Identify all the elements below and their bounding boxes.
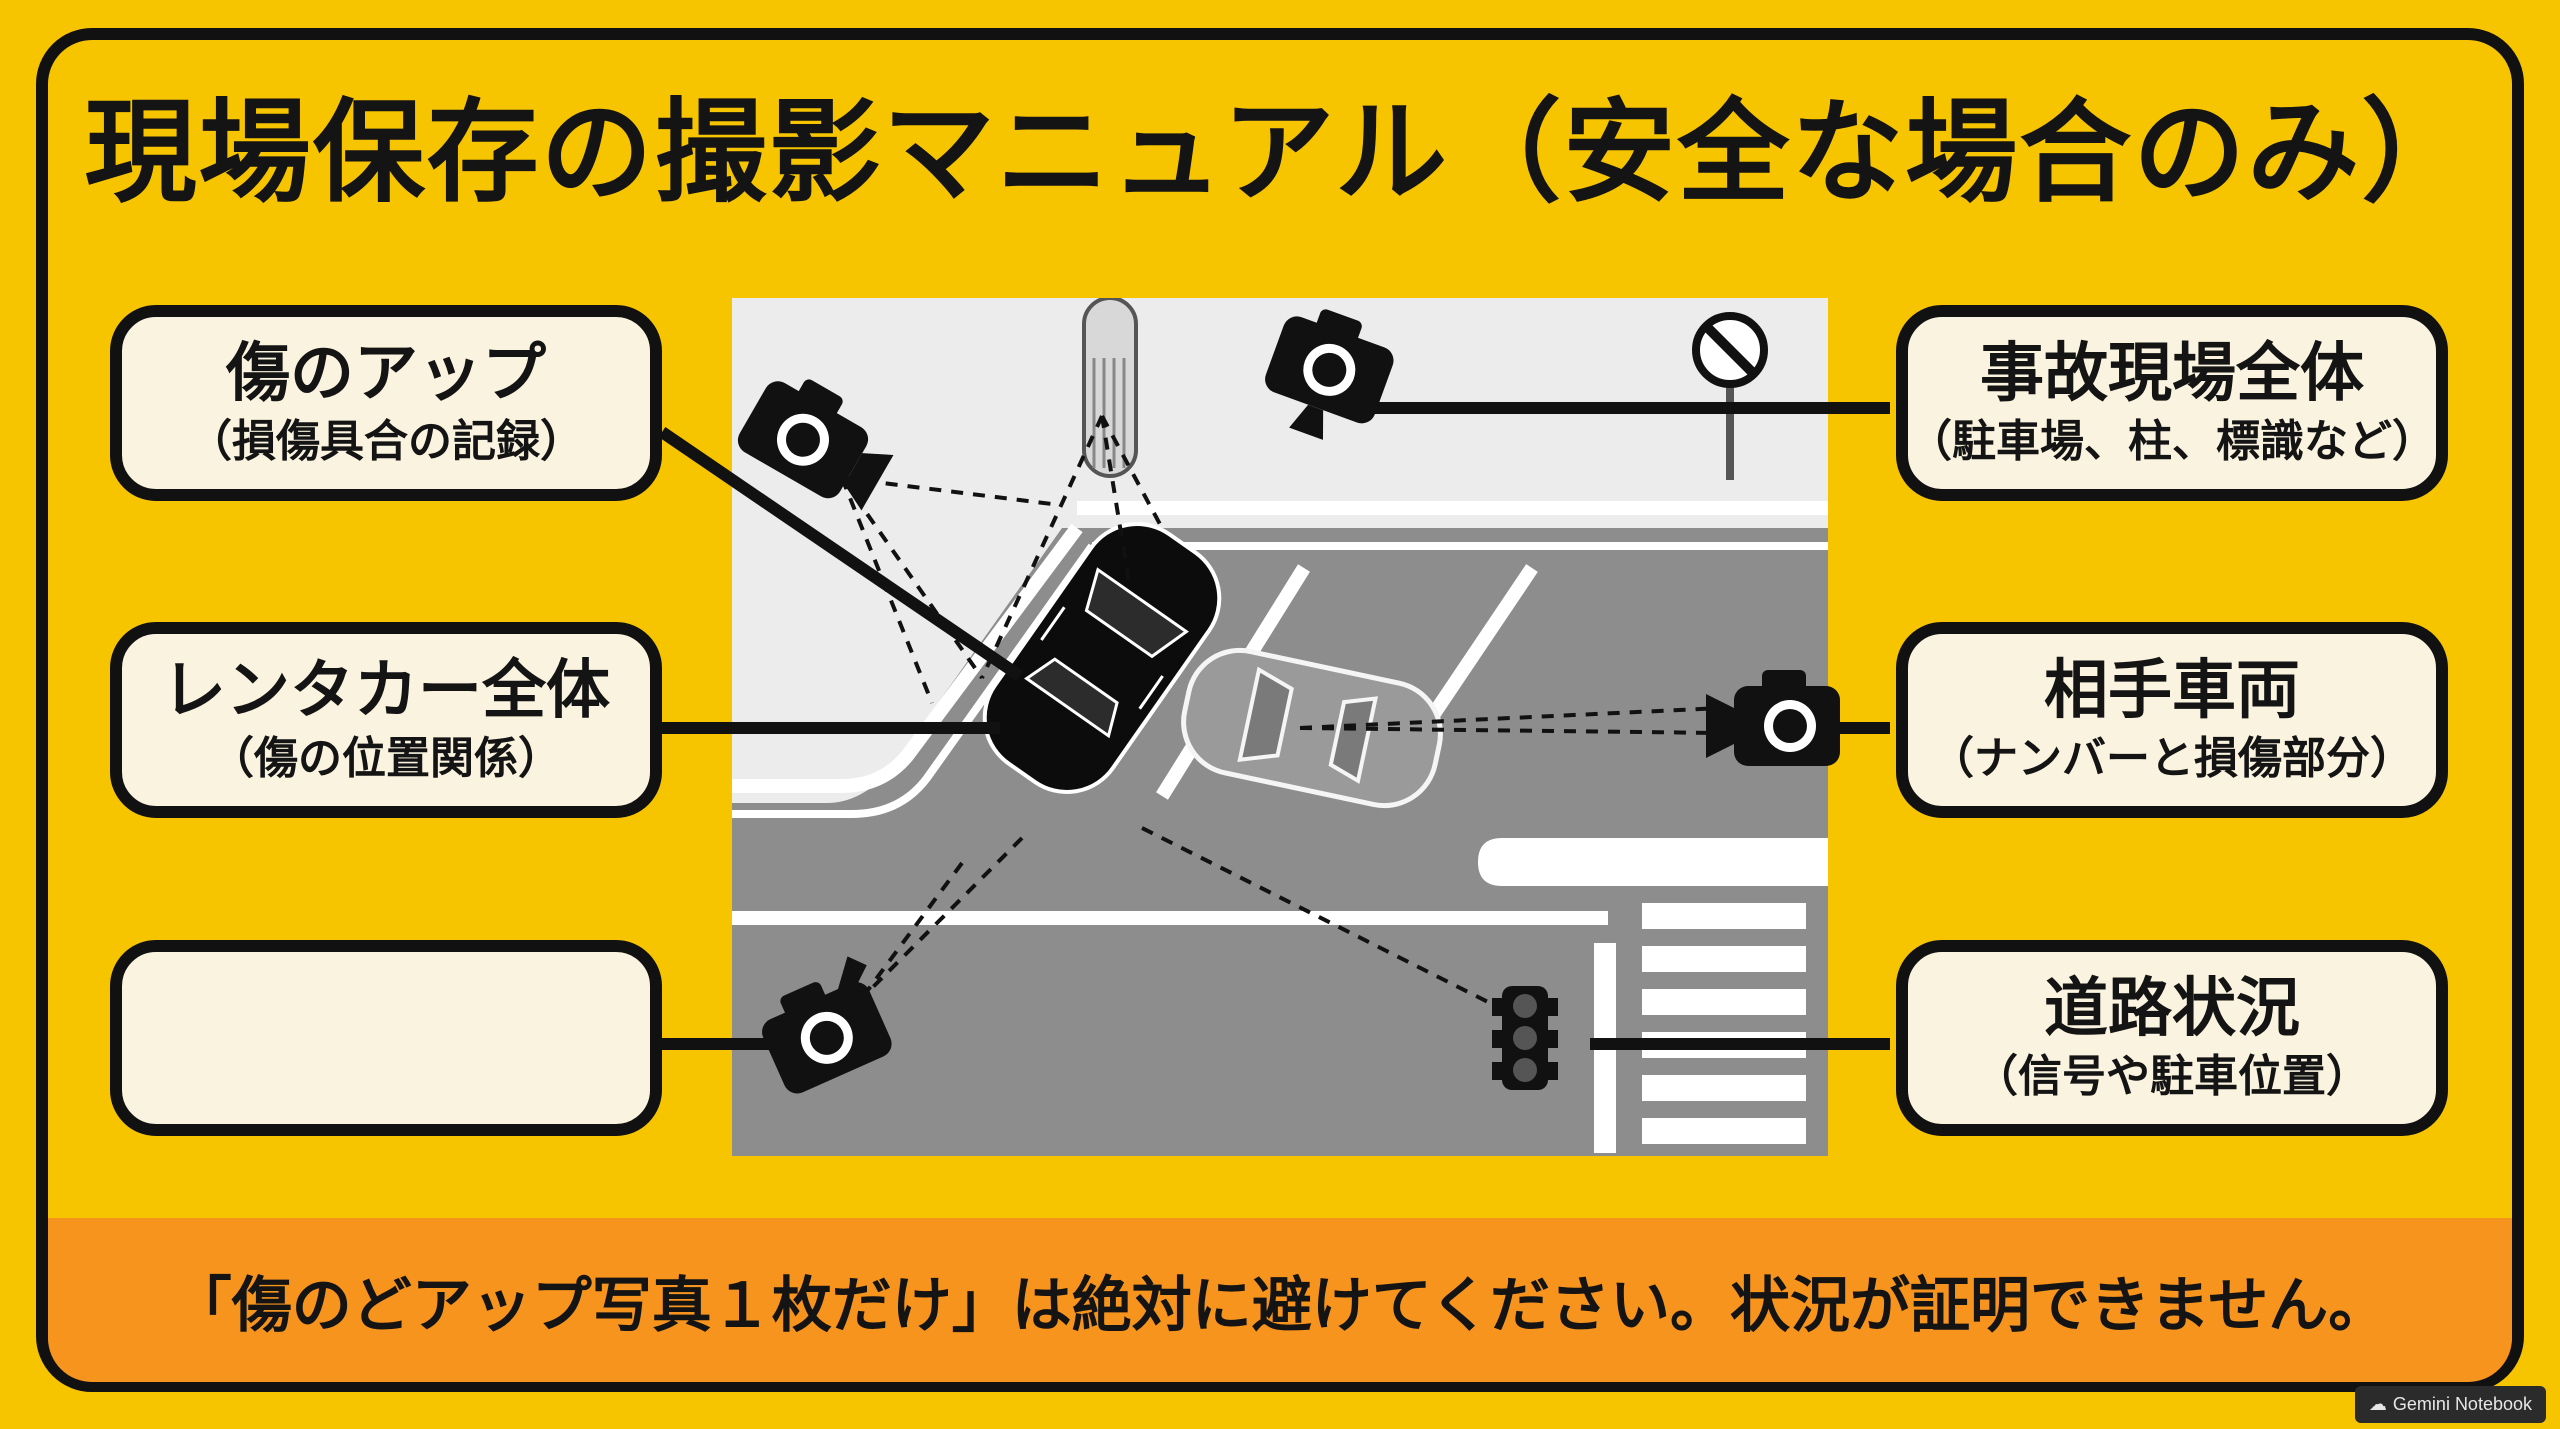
watermark-text: Gemini Notebook <box>2392 1394 2532 1414</box>
traffic-light-icon <box>1492 986 1558 1090</box>
island-curb <box>1478 838 1828 886</box>
camera-icon <box>737 379 894 511</box>
label-subtitle: （駐車場、柱、標識など） <box>1908 416 2436 467</box>
label-subtitle: （傷の位置関係） <box>210 733 562 784</box>
label-title: レンタカー全体 <box>162 654 610 728</box>
label-title: 事故現場全体 <box>1980 337 2364 411</box>
warning-banner: 「傷のどアップ写真１枚だけ」は絶対に避けてください。状況が証明できません。 <box>48 1218 2512 1382</box>
crosswalk <box>1594 903 1806 1153</box>
watermark: ☁ Gemini Notebook <box>2354 1386 2546 1423</box>
warning-text: 「傷のどアップ写真１枚だけ」は絶対に避けてください。状況が証明できません。 <box>171 1270 2389 1341</box>
camera-icon <box>1265 309 1394 440</box>
watermark-icon: ☁ <box>2368 1394 2387 1414</box>
label-title: 相手車両 <box>2044 654 2300 728</box>
page-title: 現場保存の撮影マニュアル（安全な場合のみ） <box>84 88 2476 218</box>
camera-icon <box>1706 670 1840 766</box>
car-icon-rental <box>982 522 1222 794</box>
curb-line <box>732 523 1083 793</box>
label-rental-car: レンタカー全体 （傷の位置関係） <box>110 622 662 818</box>
label-empty <box>110 940 662 1136</box>
label-title: 傷のアップ <box>226 337 546 411</box>
label-subtitle: （ナンバーと損傷部分） <box>1930 733 2414 784</box>
label-subtitle: （損傷具合の記録） <box>188 416 584 467</box>
label-accident-scene: 事故現場全体 （駐車場、柱、標識など） <box>1896 305 2448 501</box>
label-title: 道路状況 <box>2044 972 2300 1046</box>
label-other-vehicle: 相手車両 （ナンバーと損傷部分） <box>1896 622 2448 818</box>
label-wound-closeup: 傷のアップ （損傷具合の記録） <box>110 305 662 501</box>
curb-line <box>732 543 1096 818</box>
no-entry-sign-icon <box>1692 312 1768 480</box>
camera-icon <box>762 956 892 1094</box>
label-road-conditions: 道路状況 （信号や駐車位置） <box>1896 940 2448 1136</box>
label-subtitle: （信号や駐車位置） <box>1974 1051 2370 1102</box>
lane-line <box>732 911 1608 925</box>
